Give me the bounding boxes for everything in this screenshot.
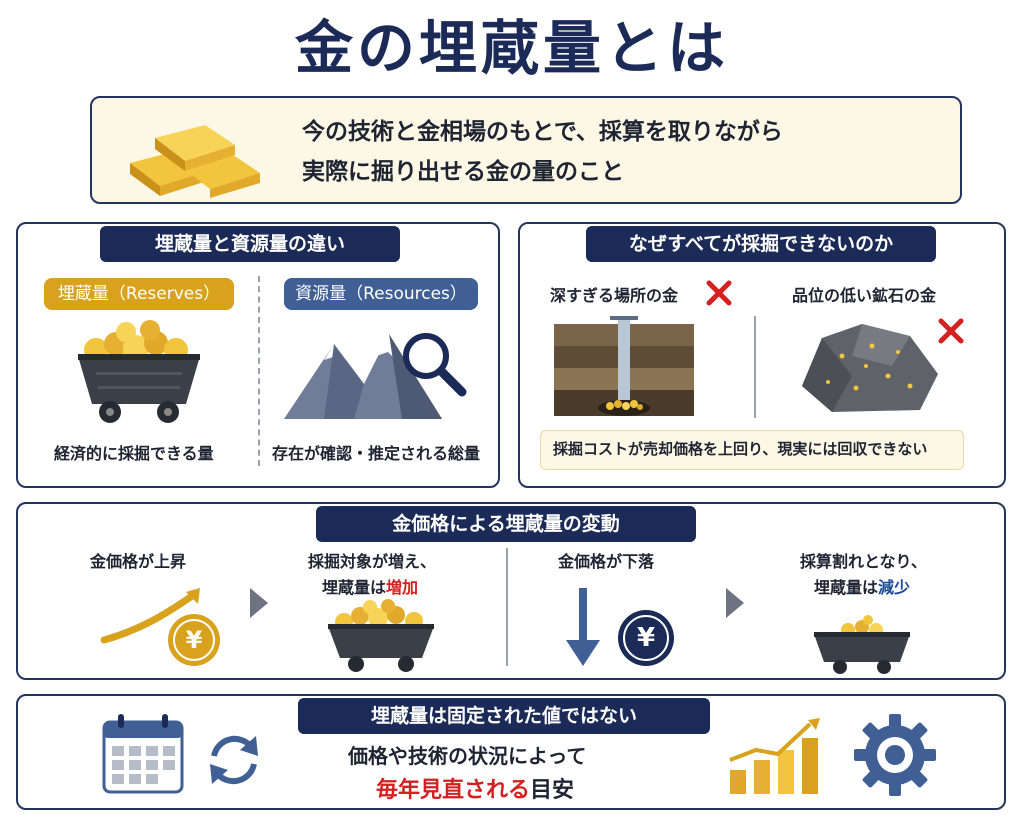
mountain-icon [284,334,442,419]
price-down-result-prefix: 埋蔵量は [814,578,879,597]
deep-mine-illustration [554,316,694,416]
yen-symbol: ¥ [636,623,656,653]
intro-panel: 今の技術と金相場のもとで、採算を取りながら 実際に掘り出せる金の量のこと [90,96,962,204]
calendar-icon [102,714,184,794]
deep-gold-label: 深すぎる場所の金 [550,286,679,305]
yen-symbol: ¥ [185,626,203,654]
resources-caption: 存在が確認・推定される総量 [272,444,481,463]
price-down-result-line-1: 採算割れとなり、 [800,552,927,571]
yen-coin-icon [618,610,674,666]
bottom-line-2-suffix: 目安 [530,778,575,803]
mine-cart-icon [814,615,910,674]
reserves-label: 埋蔵量（Reserves） [44,278,234,310]
price-up-result-line-2: 埋蔵量は増加 [322,574,418,598]
why-heading: なぜすべてが採掘できないのか [586,226,936,262]
price-heading: 金価格による埋蔵量の変動 [316,506,696,542]
resources-label: 資源量（Resources） [284,278,478,310]
price-up-label: 金価格が上昇 [90,552,187,571]
low-grade-label: 品位の低い鉱石の金 [792,286,937,305]
bottom-line-1: 価格や技術の状況によって [348,744,587,768]
cross-icon [938,318,964,344]
chevron-right-icon [250,588,268,618]
bottom-heading: 埋蔵量は固定された値ではない [298,698,710,734]
intro-text: 今の技術と金相場のもとで、採算を取りながら 実際に掘り出せる金の量のこと [302,112,783,192]
difference-heading: 埋蔵量と資源量の違い [100,226,400,262]
price-down-result-highlight: 減少 [878,578,911,597]
price-panel: 金価格による埋蔵量の変動 金価格が上昇 ¥ 採掘対象が増え、 埋蔵量は増加 金価… [16,502,1006,680]
bottom-line-2: 毎年見直される目安 [376,772,574,804]
reserves-caption: 経済的に採掘できる量 [54,444,214,463]
bar-chart-icon [729,718,820,794]
difference-divider [258,276,260,466]
arrow-down-icon [566,588,600,666]
magnifier-icon [403,333,467,397]
chevron-right-icon [726,588,744,618]
price-down-result-line-2: 埋蔵量は減少 [814,574,910,598]
mine-cart-icon [328,599,434,672]
bottom-panel: 埋蔵量は固定された値ではない 価格や技術の状況によって 毎年見直される目安 [16,694,1006,810]
cross-icon [706,280,732,306]
price-up-result-prefix: 埋蔵量は [322,578,387,597]
yen-coin-icon [168,614,220,666]
bottom-line-2-highlight: 毎年見直される [376,778,531,803]
page-title: 金の埋蔵量とは [294,14,729,82]
intro-line-2: 実際に掘り出せる金の量のこと [302,159,624,185]
price-up-result-line-1: 採掘対象が増え、 [308,552,437,571]
difference-panel: 埋蔵量と資源量の違い 埋蔵量（Reserves） 資源量（Resources） … [16,222,500,488]
mine-cart-icon [78,320,200,423]
why-note: 採掘コストが売却価格を上回り、現実には回収できない [540,430,964,470]
gear-icon [854,714,936,796]
price-up-result-highlight: 増加 [386,578,419,597]
low-grade-ore-illustration [802,324,938,412]
price-down-label: 金価格が下落 [558,552,655,571]
intro-line-1: 今の技術と金相場のもとで、採算を取りながら [302,119,783,145]
gold-bars-icon [130,125,260,198]
refresh-icon [210,735,258,785]
why-panel: なぜすべてが採掘できないのか 深すぎる場所の金 品位の低い鉱石の金 採掘コストが… [518,222,1006,488]
why-divider [754,316,756,418]
price-divider [506,548,508,666]
arrow-up-icon [100,588,200,644]
